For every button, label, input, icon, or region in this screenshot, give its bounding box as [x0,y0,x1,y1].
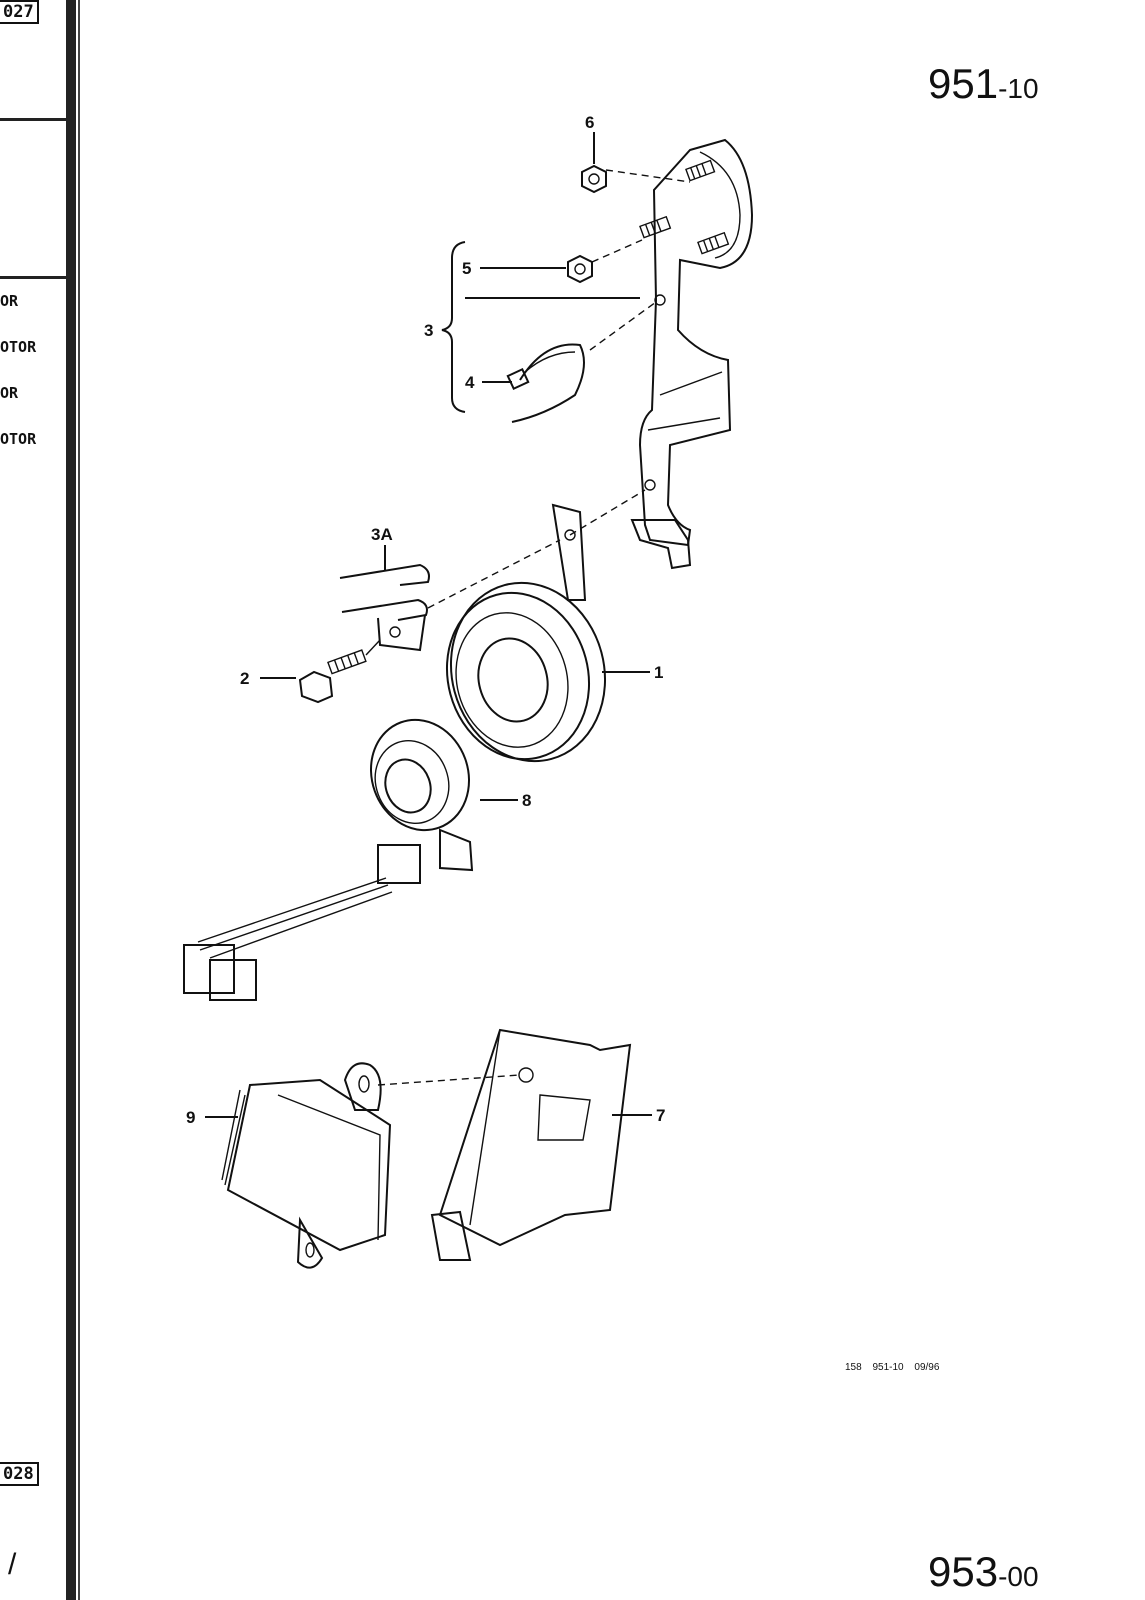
leader-lines [205,132,652,1118]
callout-4: 4 [465,373,475,392]
callout-brace-3 [441,241,640,413]
divider-line [0,276,66,279]
callout-7: 7 [656,1106,665,1125]
side-label: OTOR [0,430,37,448]
binder-edge [66,0,76,1600]
callout-5: 5 [462,259,471,278]
horn-1 [445,489,646,763]
page-number: 951-10 [928,60,1039,107]
callout-3a: 3A [371,525,393,544]
relay-holder-7 [430,1028,632,1261]
side-label: OR [0,292,19,310]
nut-6 [581,164,691,194]
callout-1: 1 [654,663,663,682]
left-binder-strip: 027 OR OTOR OR OTOR 028 / [0,0,84,1600]
bracket-studs [639,159,730,255]
callout-2: 2 [240,669,249,688]
cable-tie-4 [506,301,657,423]
bolt-2 [298,639,381,704]
binder-edge-inner [78,0,80,1600]
divider-line [0,118,66,121]
ref-box-bottom: 028 [0,1462,39,1486]
ref-box-top: 027 [0,0,39,24]
clip-3a [339,539,561,652]
callout-3: 3 [424,321,433,340]
module-9 [221,1062,521,1269]
callout-6: 6 [585,113,594,132]
side-label: OR [0,384,19,402]
next-page-number: 953-00 [928,1548,1039,1595]
side-label: OTOR [0,338,37,356]
mounting-bracket [630,138,754,570]
coil-8 [183,718,474,1001]
callout-9: 9 [186,1108,195,1127]
footer-code: 158 951-10 09/96 [845,1362,940,1373]
corner-mark: / [8,1548,17,1581]
callout-8: 8 [522,791,531,810]
nut-5 [567,239,643,284]
